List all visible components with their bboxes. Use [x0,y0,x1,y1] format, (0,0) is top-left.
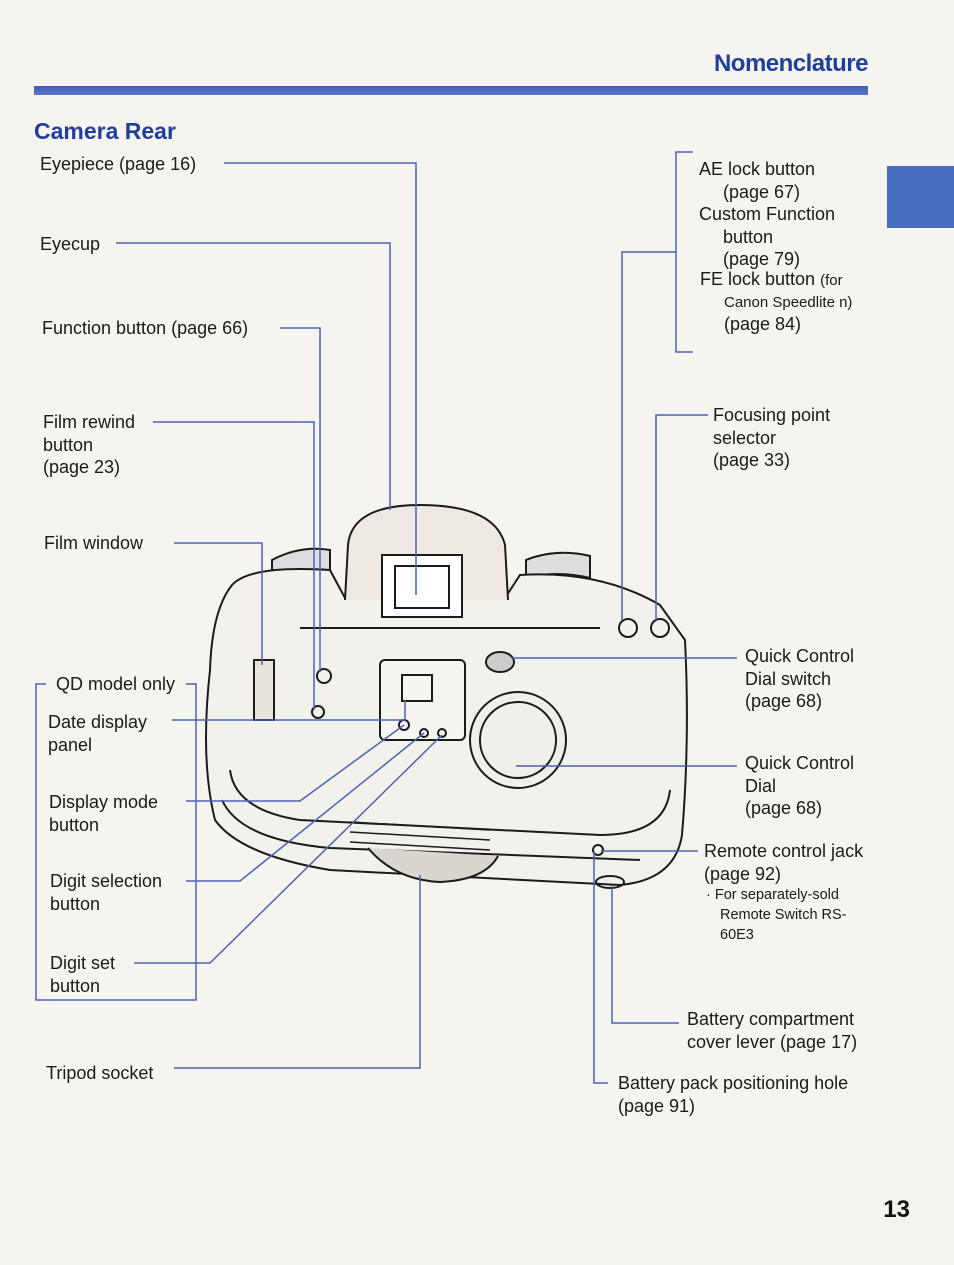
label-date-display-panel: Date display panel [48,712,148,755]
page-number: 13 [883,1196,910,1223]
camera-illustration [205,503,688,889]
label-focusing-point-selector: Focusing point selector (page 33) [713,405,831,470]
label-tripod-socket: Tripod socket [46,1063,154,1083]
label-fe-lock-button: FE lock button (for Canon Speedlite n) (… [700,269,853,334]
header-rule [34,86,868,95]
label-digit-selection-button: Digit selection button [50,871,163,914]
page-header-title: Nomenclature [713,50,869,77]
label-quick-control-dial-switch: Quick Control Dial switch (page 68) [745,646,855,711]
label-film-rewind-button: Film rewind button (page 23) [43,412,136,477]
label-eyecup: Eyecup [40,234,101,254]
label-quick-control-dial: Quick Control Dial (page 68) [745,753,855,818]
label-battery-compartment-cover-lever: Battery compartment cover lever (page 17… [687,1009,858,1052]
section-tab [887,166,954,228]
label-film-window: Film window [44,533,144,553]
label-digit-set-button: Digit set button [50,953,116,996]
label-function-button: Function button (page 66) [42,318,249,338]
label-remote-control-jack: Remote control jack (page 92) · For sepa… [704,841,864,943]
leader-lines [35,151,737,1084]
label-qd-model-only: QD model only [54,673,178,696]
label-custom-function-button: Custom Function button (page 79) [699,204,836,269]
label-eyepiece: Eyepiece (page 16) [40,154,197,174]
label-battery-pack-positioning-hole: Battery pack positioning hole (page 91) [618,1073,849,1116]
label-ae-lock-button: AE lock button (page 67) [699,159,816,202]
section-title: Camera Rear [34,118,176,144]
label-display-mode-button: Display mode button [49,792,159,835]
